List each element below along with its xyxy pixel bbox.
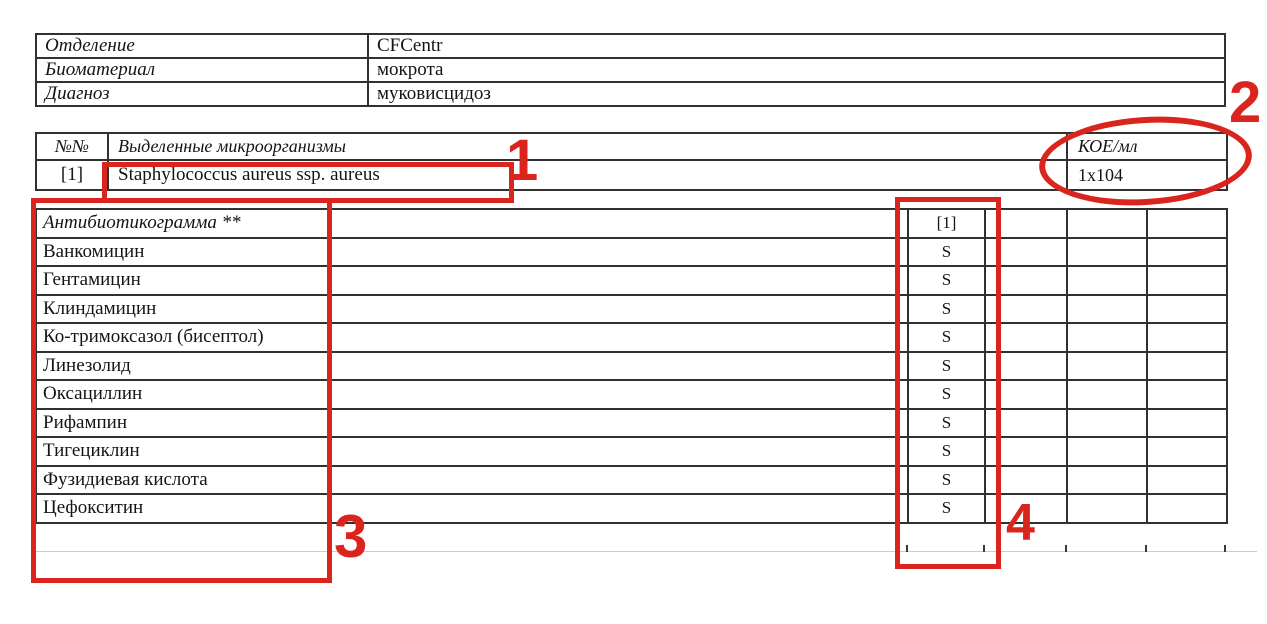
annotation-number-2: 2 xyxy=(1229,70,1262,135)
empty-cell xyxy=(1066,493,1148,524)
info-label: Диагноз xyxy=(35,81,369,107)
empty-cell xyxy=(1066,322,1148,353)
antibiotic-name: Клиндамицин xyxy=(35,293,909,324)
susceptibility-result: S xyxy=(907,379,986,410)
empty-cell xyxy=(1146,293,1228,324)
empty-cell xyxy=(984,265,1068,296)
page-divider-line xyxy=(35,551,1257,552)
empty-cell xyxy=(984,208,1068,239)
empty-cell xyxy=(1066,436,1148,467)
info-value: мокрота xyxy=(367,57,1226,83)
empty-cell xyxy=(984,293,1068,324)
susceptibility-result: S xyxy=(907,265,986,296)
empty-cell xyxy=(1146,436,1228,467)
antibiogram-header-row: Антибиотикограмма ** [1] xyxy=(35,208,1228,239)
antibiotic-name: Линезолид xyxy=(35,350,909,381)
empty-cell xyxy=(1066,379,1148,410)
table-row: Биоматериал мокрота xyxy=(35,57,1226,83)
antibiotic-row: Ванкомицин S xyxy=(35,236,1228,267)
organism-name: Staphylococcus aureus ssp. aureus xyxy=(107,159,1068,191)
antibiotic-row: Оксациллин S xyxy=(35,379,1228,410)
table-row: Отделение CFCentr xyxy=(35,33,1226,59)
susceptibility-result: S xyxy=(907,436,986,467)
info-label: Отделение xyxy=(35,33,369,59)
antibiotic-row: Ко-тримоксазол (бисептол) S xyxy=(35,322,1228,353)
organism-cfu-value: 1x104 xyxy=(1066,159,1228,191)
info-value: CFCentr xyxy=(367,33,1226,59)
empty-cell xyxy=(1146,236,1228,267)
empty-cell xyxy=(1066,265,1148,296)
empty-cell xyxy=(984,436,1068,467)
empty-cell xyxy=(984,379,1068,410)
antibiotic-name: Оксациллин xyxy=(35,379,909,410)
empty-cell xyxy=(1066,208,1148,239)
antibiotic-row: Фузидиевая кислота S xyxy=(35,464,1228,495)
info-label: Биоматериал xyxy=(35,57,369,83)
empty-cell xyxy=(984,407,1068,438)
antibiotic-row: Линезолид S xyxy=(35,350,1228,381)
antibiotic-name: Тигециклин xyxy=(35,436,909,467)
empty-cell xyxy=(1146,350,1228,381)
empty-cell xyxy=(1146,208,1228,239)
susceptibility-result: S xyxy=(907,293,986,324)
antibiotic-name: Ванкомицин xyxy=(35,236,909,267)
column-line-stub xyxy=(1065,545,1067,552)
column-line-stub xyxy=(906,545,908,552)
empty-cell xyxy=(984,493,1068,524)
empty-cell xyxy=(1066,236,1148,267)
column-line-stub xyxy=(1145,545,1147,552)
empty-cell xyxy=(984,464,1068,495)
empty-cell xyxy=(1146,493,1228,524)
antibiotic-name: Ко-тримоксазол (бисептол) xyxy=(35,322,909,353)
empty-cell xyxy=(1066,407,1148,438)
column-header-cfu: КОЕ/мл xyxy=(1066,132,1228,161)
column-header-organisms: Выделенные микроорганизмы xyxy=(107,132,1068,161)
antibiotic-name: Цефокситин xyxy=(35,493,909,524)
info-value: муковисцидоз xyxy=(367,81,1226,107)
patient-info-table: Отделение CFCentr Биоматериал мокрота Ди… xyxy=(35,33,1226,107)
empty-cell xyxy=(984,236,1068,267)
susceptibility-result: S xyxy=(907,350,986,381)
empty-cell xyxy=(1146,464,1228,495)
column-header-number: №№ xyxy=(35,132,109,161)
empty-cell xyxy=(1066,293,1148,324)
susceptibility-result: S xyxy=(907,407,986,438)
organisms-table: №№ Выделенные микроорганизмы КОЕ/мл [1] … xyxy=(35,132,1228,191)
empty-cell xyxy=(1066,350,1148,381)
empty-cell xyxy=(984,350,1068,381)
antibiotic-name: Фузидиевая кислота xyxy=(35,464,909,495)
susceptibility-result: S xyxy=(907,464,986,495)
empty-cell xyxy=(1146,407,1228,438)
column-line-stub xyxy=(1224,545,1226,552)
susceptibility-result: S xyxy=(907,493,986,524)
column-line-stub xyxy=(983,545,985,552)
empty-cell xyxy=(1146,322,1228,353)
antibiotic-name: Рифампин xyxy=(35,407,909,438)
antibiotic-name: Гентамицин xyxy=(35,265,909,296)
antibiotic-row: Цефокситин S xyxy=(35,493,1228,524)
antibiotic-row: Гентамицин S xyxy=(35,265,1228,296)
empty-cell xyxy=(984,322,1068,353)
isolate-column-header: [1] xyxy=(907,208,986,239)
susceptibility-result: S xyxy=(907,236,986,267)
antibiotic-row: Рифампин S xyxy=(35,407,1228,438)
empty-cell xyxy=(1146,379,1228,410)
antibiogram-title: Антибиотикограмма ** xyxy=(35,208,909,239)
antibiotic-row: Клиндамицин S xyxy=(35,293,1228,324)
empty-cell xyxy=(1066,464,1148,495)
table-row: Диагноз муковисцидоз xyxy=(35,81,1226,107)
organism-number: [1] xyxy=(35,159,109,191)
organism-row: [1] Staphylococcus aureus ssp. aureus 1x… xyxy=(35,159,1228,191)
antibiogram-table: Антибиотикограмма ** [1] Ванкомицин S Ге… xyxy=(35,208,1228,524)
susceptibility-result: S xyxy=(907,322,986,353)
antibiotic-row: Тигециклин S xyxy=(35,436,1228,467)
table-header-row: №№ Выделенные микроорганизмы КОЕ/мл xyxy=(35,132,1228,161)
empty-cell xyxy=(1146,265,1228,296)
